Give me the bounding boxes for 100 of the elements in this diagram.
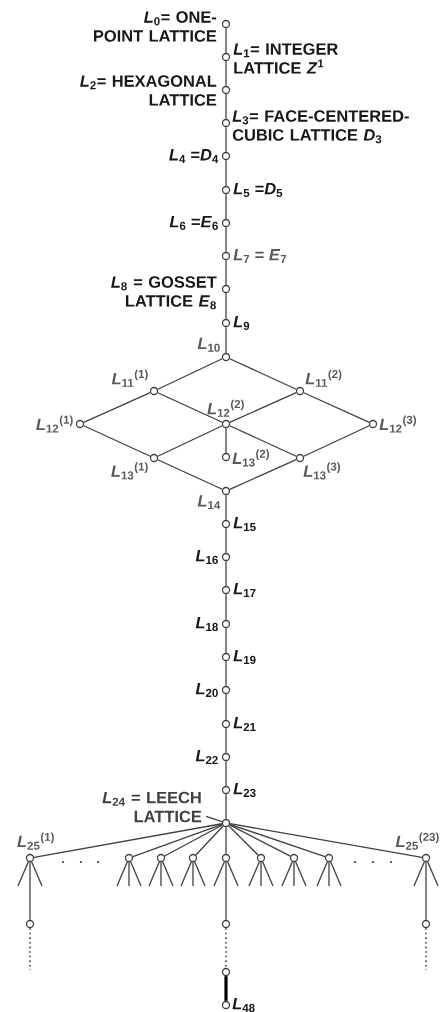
edge-line — [195, 825, 224, 856]
node-label: L$_{25}$(1) — [17, 832, 54, 850]
edge-line — [225, 560, 227, 587]
edge-line — [224, 976, 228, 1001]
edge-line — [229, 358, 297, 390]
edge-line — [157, 392, 223, 423]
leader-line — [205, 815, 223, 823]
edge-line — [225, 226, 227, 253]
edge-line — [128, 861, 130, 887]
node-label: L$_{14}$ — [197, 495, 221, 510]
edge-line — [225, 527, 227, 554]
node-label: L$_{2}$= HEXAGONAL LATTICE — [80, 75, 217, 106]
edge-line — [33, 823, 223, 858]
edge-line — [213, 861, 225, 887]
edge-line — [262, 861, 274, 887]
node-label: L$_{12}$(2) — [207, 399, 244, 417]
node-label: L$_{8}$ = GOSSET LATTICE E$_{8}$ — [111, 276, 217, 310]
node-label: L$_{12}$(1) — [36, 415, 73, 433]
edge-line — [225, 427, 227, 454]
edge-line — [425, 861, 427, 921]
edge-line — [157, 459, 223, 490]
edge-line — [330, 861, 342, 887]
edge-line — [29, 861, 31, 921]
edge-line — [132, 823, 223, 858]
node-label: L$_{22}$ — [195, 750, 218, 764]
lattice-node — [324, 853, 334, 863]
node-label: L$_{48}$ — [232, 998, 255, 1012]
edge-line — [164, 824, 223, 857]
edge-line — [303, 392, 370, 423]
lattice-node — [124, 853, 134, 863]
edge-line — [225, 326, 227, 354]
lattice-node — [256, 853, 266, 863]
lattice-node — [221, 818, 231, 828]
edge-line — [229, 459, 297, 490]
node-label: L$_{1}$= INTEGER LATTICE Z$^{1}$ — [233, 43, 338, 74]
edge-line — [225, 826, 227, 855]
edge-line — [227, 861, 239, 887]
edge-line — [116, 861, 128, 887]
edge-line — [225, 660, 227, 687]
node-label: L$_{6}$ =E$_{6}$ — [169, 216, 218, 230]
node-label: L$_{13}$(2) — [232, 449, 269, 467]
edge-line — [229, 425, 297, 457]
edge-line — [17, 861, 29, 887]
edge-line — [225, 861, 227, 921]
node-label: L$_{9}$ — [233, 316, 250, 330]
edge-line — [225, 494, 227, 521]
node-label: L$_{3}$= FACE-CENTERED-CUBIC LATTICE D$_{3}$ — [232, 110, 409, 144]
edge-line — [225, 60, 227, 87]
node-label: L$_{18}$ — [195, 617, 218, 631]
edge-line — [281, 861, 293, 887]
edge-line — [194, 861, 206, 887]
edge-line — [316, 861, 328, 887]
edge-line — [248, 861, 260, 887]
edge-line — [225, 193, 227, 220]
lattice-node — [188, 853, 198, 863]
lattice-node — [221, 967, 231, 977]
edge-line — [162, 861, 174, 887]
edge-line — [192, 861, 194, 887]
edge-line — [225, 593, 227, 621]
node-label: L$_{13}$(1) — [111, 462, 148, 480]
node-label: L$_{7}$ = E$_{7}$ — [233, 249, 287, 263]
node-label: L$_{15}$ — [233, 517, 256, 531]
edge-line — [83, 392, 151, 423]
edge-line — [225, 760, 227, 787]
edge-line — [295, 861, 307, 887]
edge-line — [180, 861, 192, 887]
node-label: L$_{11}$(1) — [111, 369, 148, 387]
lattice-node — [221, 919, 231, 929]
edge-line — [229, 392, 297, 423]
edge-line — [225, 126, 227, 153]
node-label: L$_{20}$ — [195, 683, 218, 697]
node-label: L$_{12}$(3) — [379, 415, 416, 433]
edge-line — [303, 425, 370, 457]
node-label: L$_{13}$(3) — [303, 462, 340, 480]
node-label: L$_{16}$ — [195, 550, 218, 564]
node-label: L$_{10}$ — [197, 337, 220, 352]
edge-line — [427, 861, 439, 887]
edge-line — [130, 861, 142, 887]
lattice-node — [421, 919, 431, 929]
lattice-node — [25, 919, 35, 929]
lattice-node — [156, 853, 166, 863]
edge-line — [328, 861, 330, 887]
edge-line — [157, 425, 223, 457]
edge-line — [228, 825, 259, 856]
edge-line — [225, 93, 227, 120]
node-label: L$_{21}$ — [233, 717, 256, 731]
edge-line — [157, 358, 223, 390]
node-label: L$_{25}$(23) — [395, 832, 439, 850]
node-label: L$_{0}$= ONE-POINT LATTICE — [94, 11, 217, 42]
node-label: L$_{11}$(2) — [305, 369, 342, 387]
edge-line — [225, 159, 227, 187]
edge-line — [260, 861, 262, 887]
edge-line — [225, 292, 227, 320]
edge-line — [229, 823, 423, 858]
edge-line — [148, 861, 160, 887]
edge-line — [225, 727, 227, 754]
edge-line — [413, 861, 425, 887]
edge-line — [83, 425, 151, 457]
edge-line — [293, 861, 295, 887]
node-label: L$_{19}$ — [233, 650, 256, 664]
